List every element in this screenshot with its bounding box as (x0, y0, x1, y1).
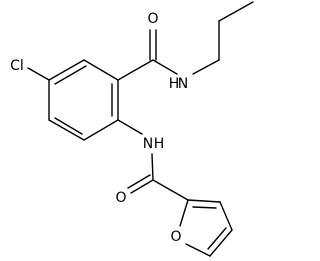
bond-n1-c8 (192, 59, 220, 75)
bond-o3-c13 (185, 243, 211, 257)
bond-c4-c5 (83, 119, 119, 141)
atom-label-n2: N (143, 136, 153, 152)
bond-c14-c15 (219, 201, 233, 231)
bond-n2-c11 (151, 153, 154, 181)
bond-c1-cl (27, 67, 50, 81)
chemical-structure-diagram: Cl O N H N H O O (10, 1, 254, 257)
atom-label-h1: H (169, 76, 180, 92)
bond-c5-c6-double (54, 117, 83, 135)
atom-label-h2: H (154, 136, 165, 152)
propylamide-group: O N H (117, 1, 254, 92)
bond-c1-c2 (48, 59, 85, 81)
bond-c9-c10 (218, 1, 254, 22)
bond-c11-o2 (130, 179, 154, 194)
bond-c4-n2 (117, 119, 143, 135)
bond-c12-o3 (179, 199, 189, 227)
atom-label-o1: O (147, 11, 158, 27)
bond-c2-c3 (83, 59, 119, 81)
bond-c7-n1 (152, 59, 178, 75)
bond-c3-c7 (117, 59, 154, 81)
furan-carboxamide-group: N H O O (115, 119, 233, 257)
atom-label-o2: O (115, 190, 126, 206)
atom-label-o3: O (170, 229, 181, 245)
bond-c11-o2-double (127, 174, 151, 189)
bond-c1-c2-double (54, 65, 87, 85)
benzene-ring (48, 59, 119, 141)
bond-c13-c14 (209, 229, 233, 257)
bond-c15-c12-double (192, 206, 217, 209)
bond-c15-c12 (187, 199, 221, 203)
atom-label-n1: N (178, 76, 188, 92)
bond-c5-c6 (48, 119, 85, 141)
bond-c13-c14-double (207, 227, 227, 250)
atom-label-cl: Cl (10, 58, 24, 74)
bond-c11-c12 (152, 179, 189, 201)
